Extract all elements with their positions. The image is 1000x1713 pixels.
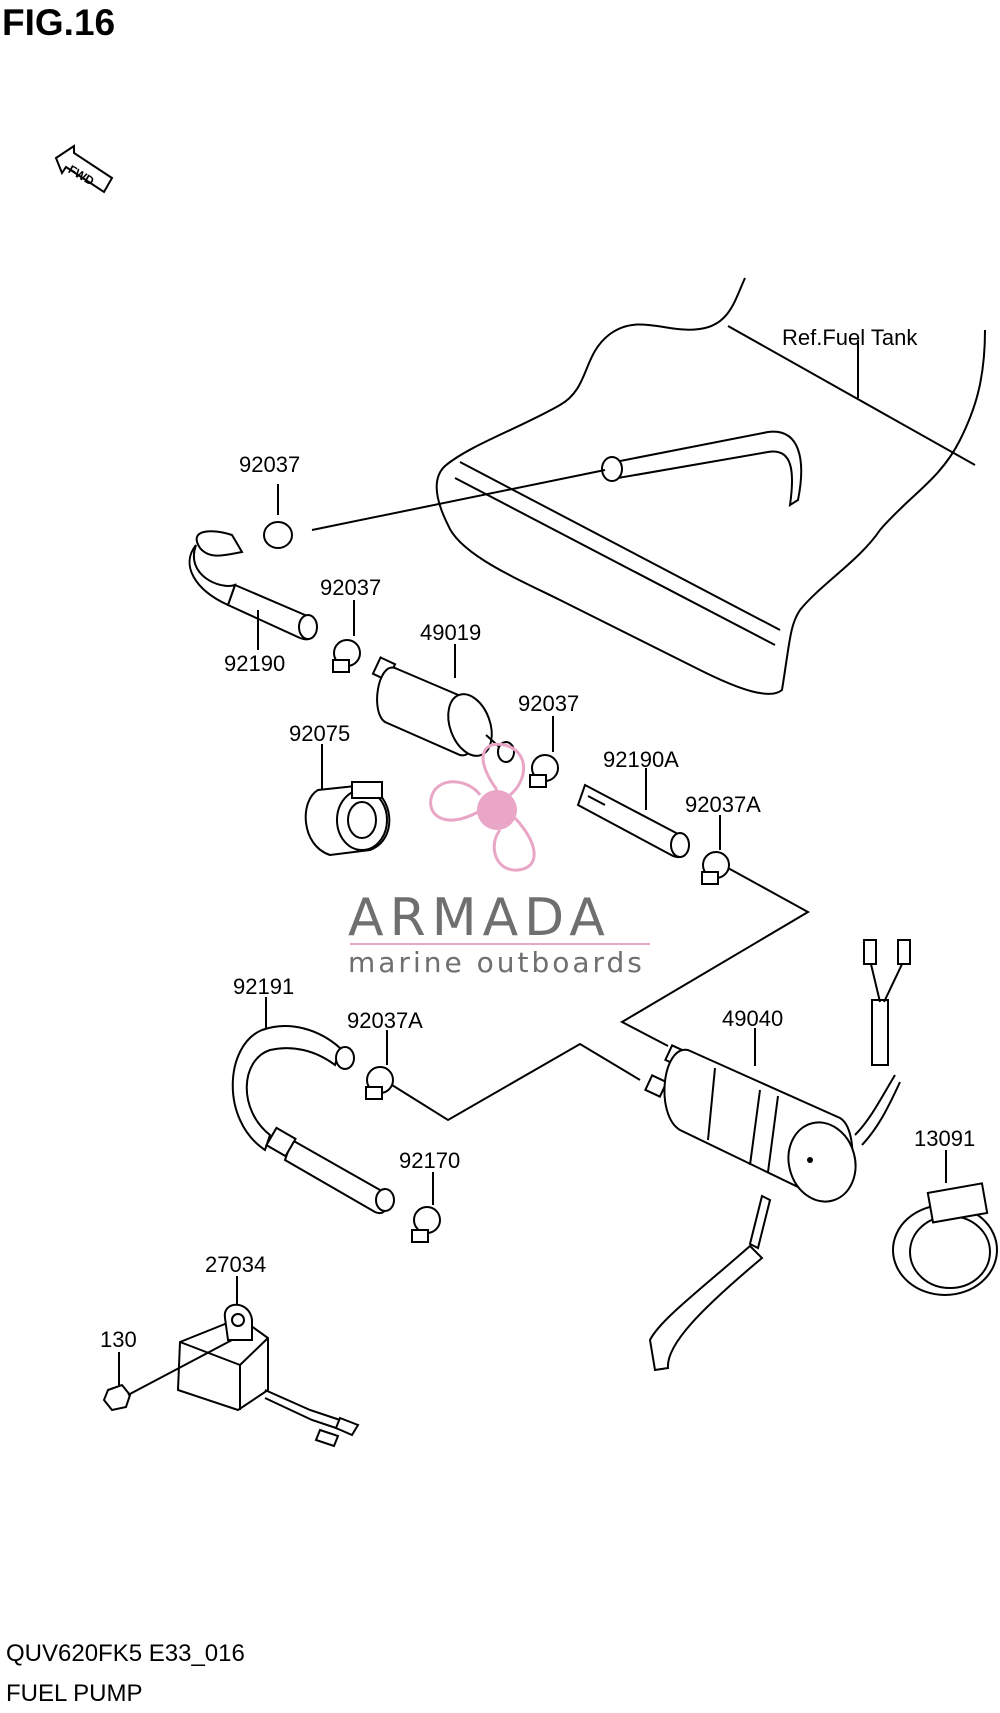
callout-label: 49040: [722, 1006, 783, 1031]
clamp-92037-right: 92037: [518, 691, 579, 788]
callout-label: 92037A: [347, 1008, 423, 1033]
callout-label: 92037: [239, 452, 300, 477]
hose-92190: 92190: [188, 530, 318, 676]
band-13091: 13091: [892, 1126, 998, 1296]
callout-label: 92037: [518, 691, 579, 716]
section-name: FUEL PUMP: [6, 1680, 143, 1707]
fuel-filter-49019: 49019: [371, 620, 515, 763]
figure-title: FIG.16: [2, 2, 116, 43]
hose-92191: 92191: [231, 974, 395, 1215]
callout-label: 92037A: [685, 792, 761, 817]
relay-27034: 27034: [176, 1252, 360, 1448]
model-code: QUV620FK5 E33_016: [6, 1640, 245, 1667]
fuel-pump-49040: 49040: [644, 939, 911, 1372]
grommet-92075: 92075: [289, 721, 391, 857]
clamp-92170: 92170: [399, 1148, 460, 1243]
bolt-130: 130: [100, 1327, 233, 1412]
clamp-92037-mid: 92037: [320, 575, 381, 673]
callout-label: 92190: [224, 651, 285, 676]
hose-92190a: 92190A: [576, 747, 690, 859]
callout-label: 27034: [205, 1252, 266, 1277]
watermark-name: ARMADA: [348, 888, 611, 948]
ref-fuel-tank-label: Ref.Fuel Tank: [782, 325, 918, 350]
watermark-tagline: marine outboards: [348, 946, 645, 979]
callout-label: 92075: [289, 721, 350, 746]
callout-label: 49019: [420, 620, 481, 645]
fwd-arrow-icon: FWD: [54, 144, 114, 194]
callout-label: 92191: [233, 974, 294, 999]
fuel-tank-outline: Ref.Fuel Tank: [435, 277, 986, 695]
callout-label: 130: [100, 1327, 137, 1352]
clamp-92037a-lower: 92037A: [347, 1008, 641, 1122]
clamp-92037a-upper: 92037A: [619, 792, 811, 1047]
clamp-92037-top: 92037: [239, 452, 300, 549]
callout-label: 92037: [320, 575, 381, 600]
callout-label: 13091: [914, 1126, 975, 1151]
armada-watermark-logo: ARMADA marine outboards: [348, 742, 650, 979]
callout-label: 92190A: [603, 747, 679, 772]
callout-label: 92170: [399, 1148, 460, 1173]
